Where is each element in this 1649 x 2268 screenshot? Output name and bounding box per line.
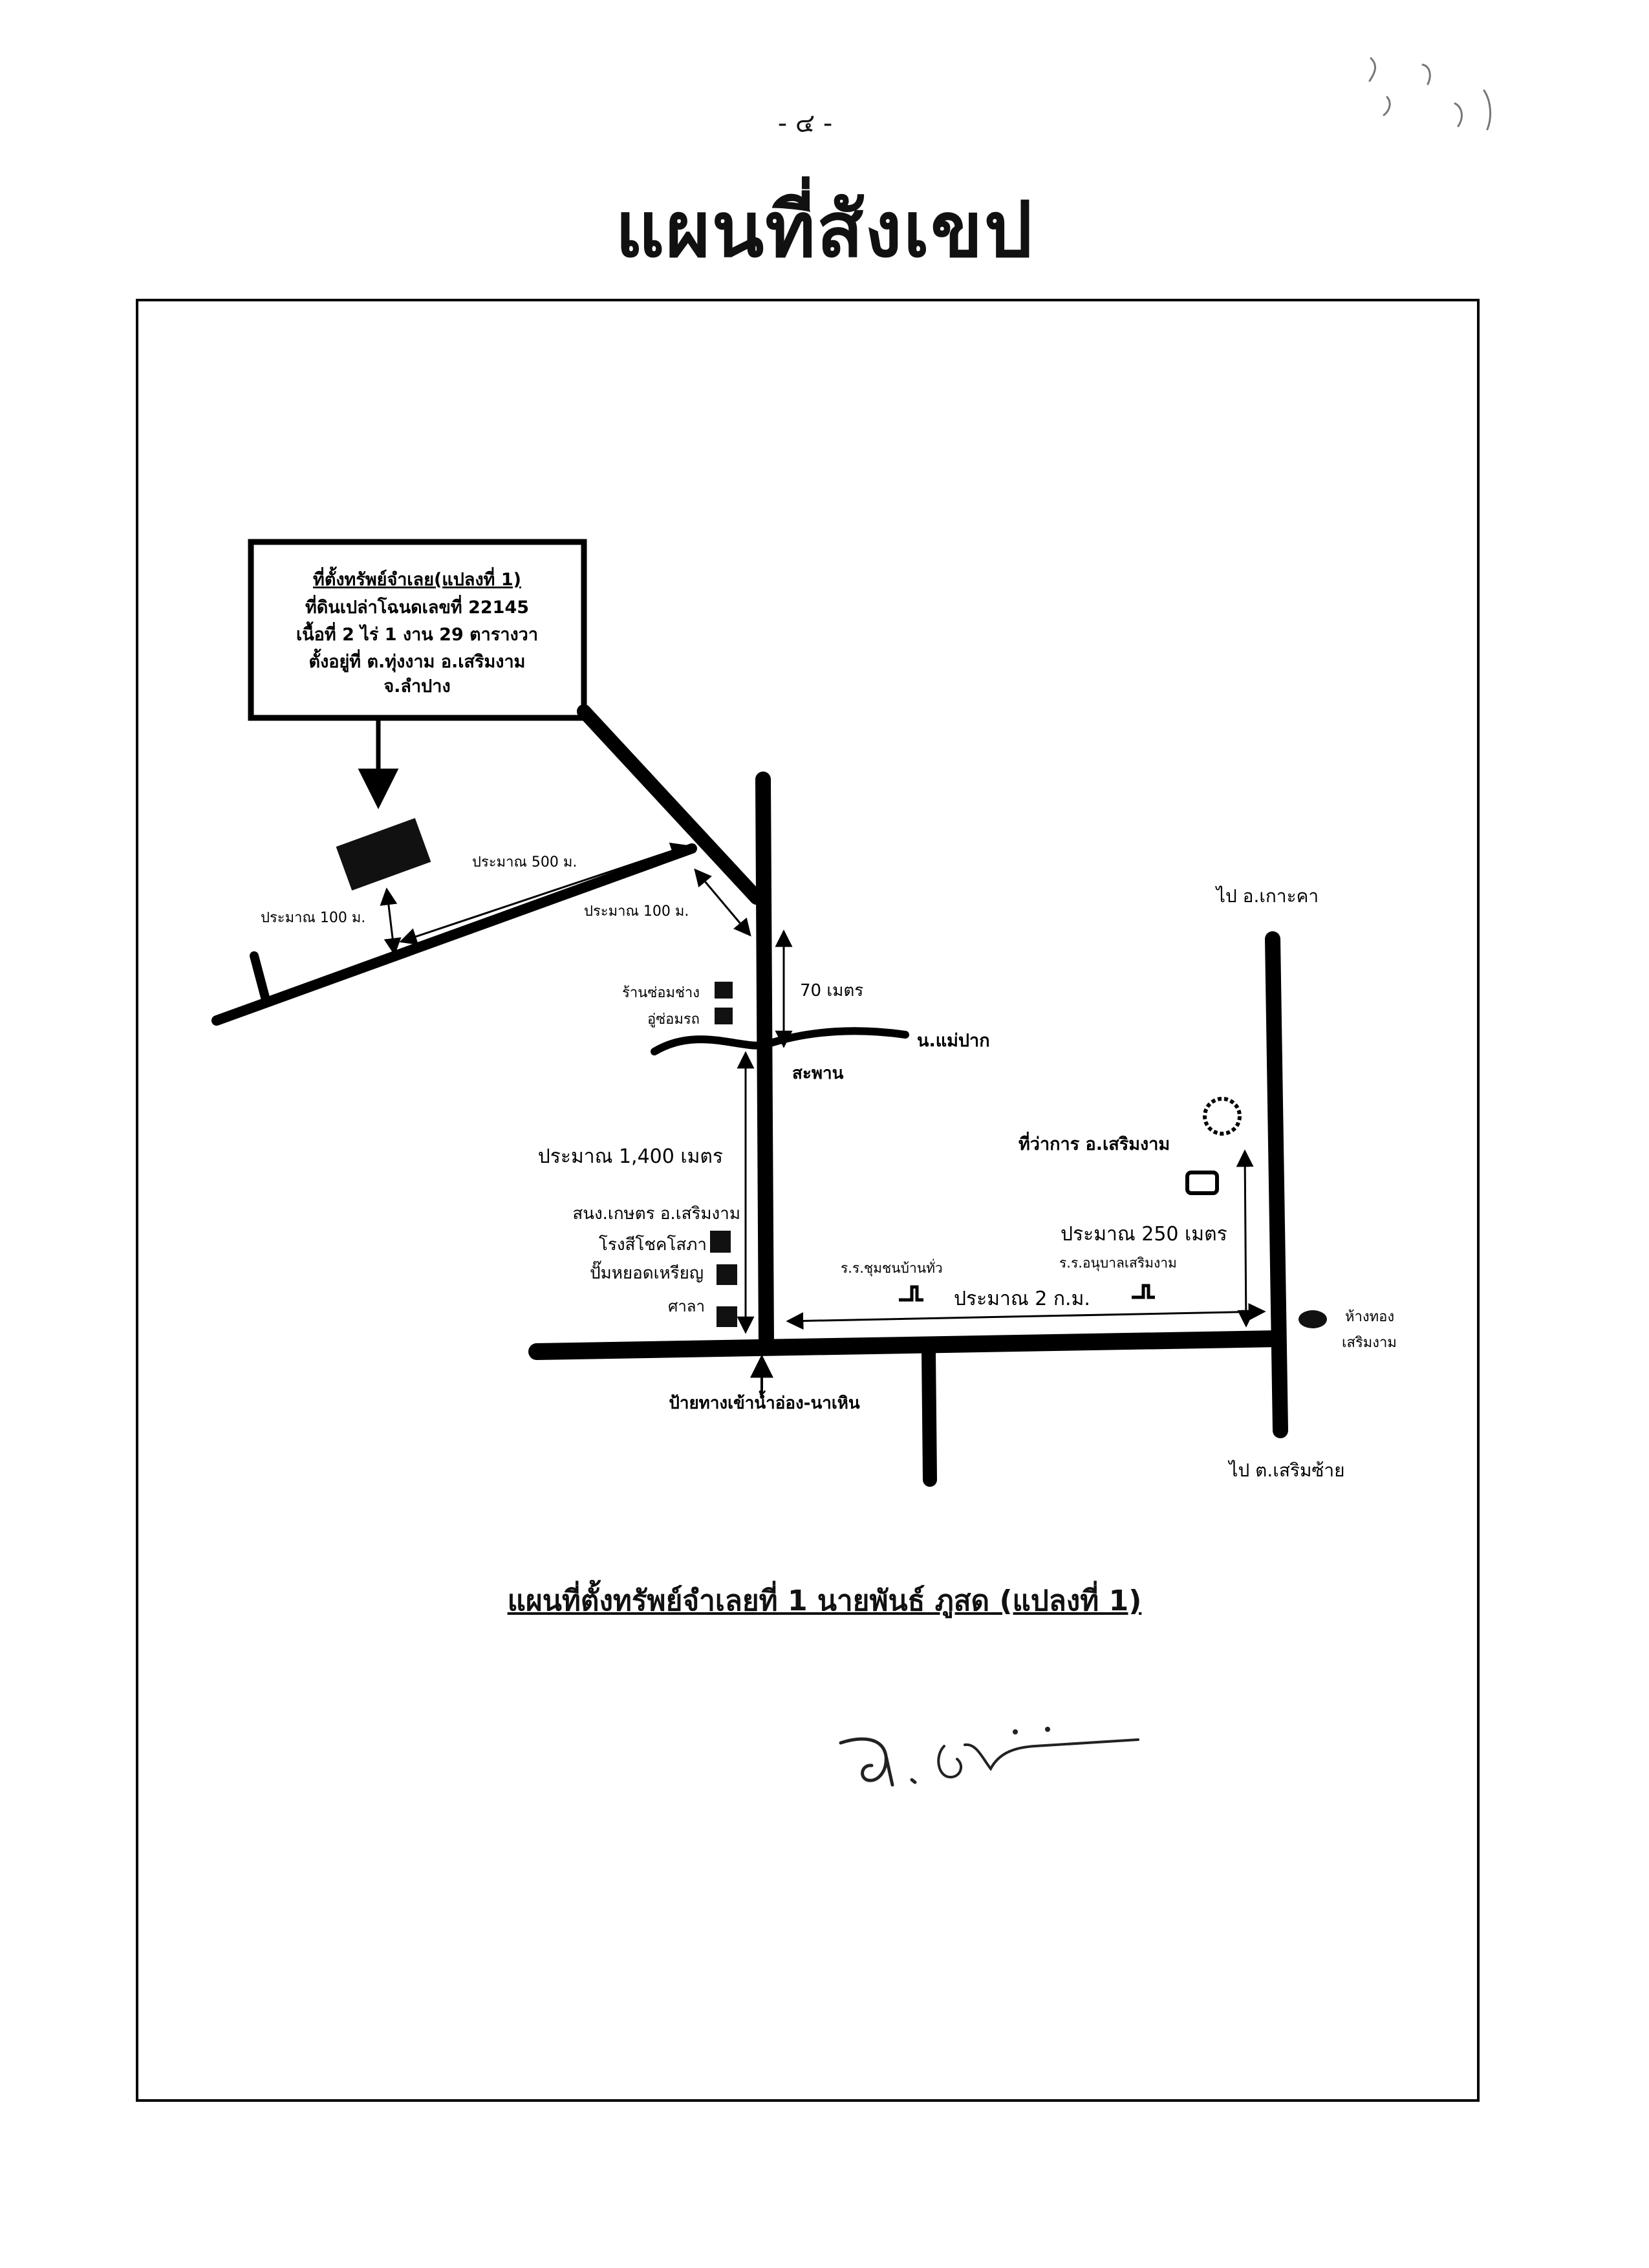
district-office-emblem (1203, 1097, 1242, 1136)
map-frame (136, 299, 1480, 2102)
shop-repair-marker (715, 982, 733, 999)
south-branch-road (921, 1345, 937, 1487)
shop-repair-label: ร้านซ่อมช่าง (622, 985, 700, 1001)
dist-70m-label: 70 เมตร (800, 981, 863, 1000)
school-community-flag (899, 1285, 923, 1302)
page-number: - ๔ - (777, 109, 833, 138)
garage-marker (715, 1008, 733, 1024)
page-title: แผนที่สังเขป (615, 185, 1034, 274)
location-box-line2: เนื้อที่ 2 ไร่ 1 งาน 29 ตารางวา (296, 621, 538, 645)
right-road-vertical (1265, 931, 1288, 1438)
district-office-marker (1185, 1171, 1219, 1195)
junction-sign-label: ป้ายทางเข้าน้ำอ่อง-นาเหิน (669, 1390, 860, 1413)
dist-250m-label: ประมาณ 250 เมตร (1061, 1223, 1227, 1246)
dist-100m-left-label: ประมาณ 100 ม. (261, 910, 365, 926)
pavilion-label: ศาลา (668, 1297, 705, 1315)
school-kindergarten-flag (1132, 1284, 1155, 1299)
main-road-horizontal (528, 1330, 1286, 1360)
dist-500m-arrow (399, 842, 689, 945)
scan-mark (1368, 57, 1491, 131)
rice-mill-marker (710, 1231, 731, 1253)
location-box-line3: ตั้งอยู่ที่ ต.ทุ่งงาม อ.เสริมงาม (309, 648, 526, 673)
to-serm-sai-label: ไป ต.เสริมซ้าย (1227, 1460, 1344, 1481)
river (651, 1027, 909, 1055)
dist-2km-arrow (786, 1302, 1266, 1330)
district-office-label: ที่ว่าการ อ.เสริมงาม (1018, 1131, 1170, 1154)
diagonal-road (577, 704, 764, 905)
garage-label: อู่ซ่อมรถ (647, 1011, 700, 1028)
gas-station-label: ปั๊มหยอดเหรียญ (590, 1260, 704, 1283)
bridge-label: สะพาน (792, 1064, 844, 1083)
agri-office-label: สนง.เกษตร อ.เสริมงาม (572, 1204, 740, 1224)
school-kindergarten-label: ร.ร.อนุบาลเสริมงาม (1059, 1255, 1177, 1271)
map-caption: แผนที่ตั้งทรัพย์จำเลยที่ 1 นายพันธ์ ภูสด… (507, 1584, 1142, 1617)
dist-2km-label: ประมาณ 2 ก.ม. (954, 1288, 1090, 1310)
rice-mill-label: โรงสีโชคโสภา (599, 1235, 707, 1255)
pavilion-marker (717, 1306, 737, 1327)
gas-station-marker (717, 1264, 737, 1285)
school-community-label: ร.ร.ชุมชนบ้านทั่ว (841, 1258, 943, 1277)
left-road (211, 843, 697, 1026)
dist-100m-right-arrow (694, 868, 751, 937)
location-box (248, 539, 587, 721)
main-road-vertical (755, 772, 774, 1352)
dist-500m-label: ประมาณ 500 ม. (472, 854, 577, 870)
river-label: น.แม่ปาก (917, 1031, 990, 1051)
left-road-spur (250, 951, 270, 1002)
dist-250m-arrow (1236, 1149, 1255, 1328)
to-koh-kha-label: ไป อ.เกาะคา (1215, 885, 1319, 907)
dist-100m-right-label: ประมาณ 100 ม. (584, 903, 689, 920)
signature-mark (839, 1727, 1139, 1787)
parcel-marker (336, 817, 431, 891)
location-box-line1: ที่ดินเปล่าโฉนดเลขที่ 22145 (305, 594, 529, 618)
gold-shop-label-2: เสริมงาม (1342, 1335, 1397, 1351)
dist-100m-left-arrow (380, 887, 402, 956)
location-box-heading: ที่ตั้งทรัพย์จำเลย(แปลงที่ 1) (313, 566, 521, 590)
gold-shop-marker (1299, 1310, 1327, 1328)
location-box-line4: จ.ลำปาง (383, 676, 450, 697)
gold-shop-label-1: ห้างทอง (1345, 1309, 1394, 1325)
dist-1400m-label: ประมาณ 1,400 เมตร (538, 1145, 723, 1168)
